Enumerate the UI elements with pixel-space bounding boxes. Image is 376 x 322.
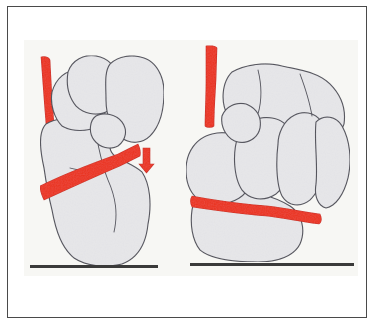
right-ground-line [190,263,354,266]
left-bone-stack [40,56,164,266]
left-ground-line [30,265,158,268]
